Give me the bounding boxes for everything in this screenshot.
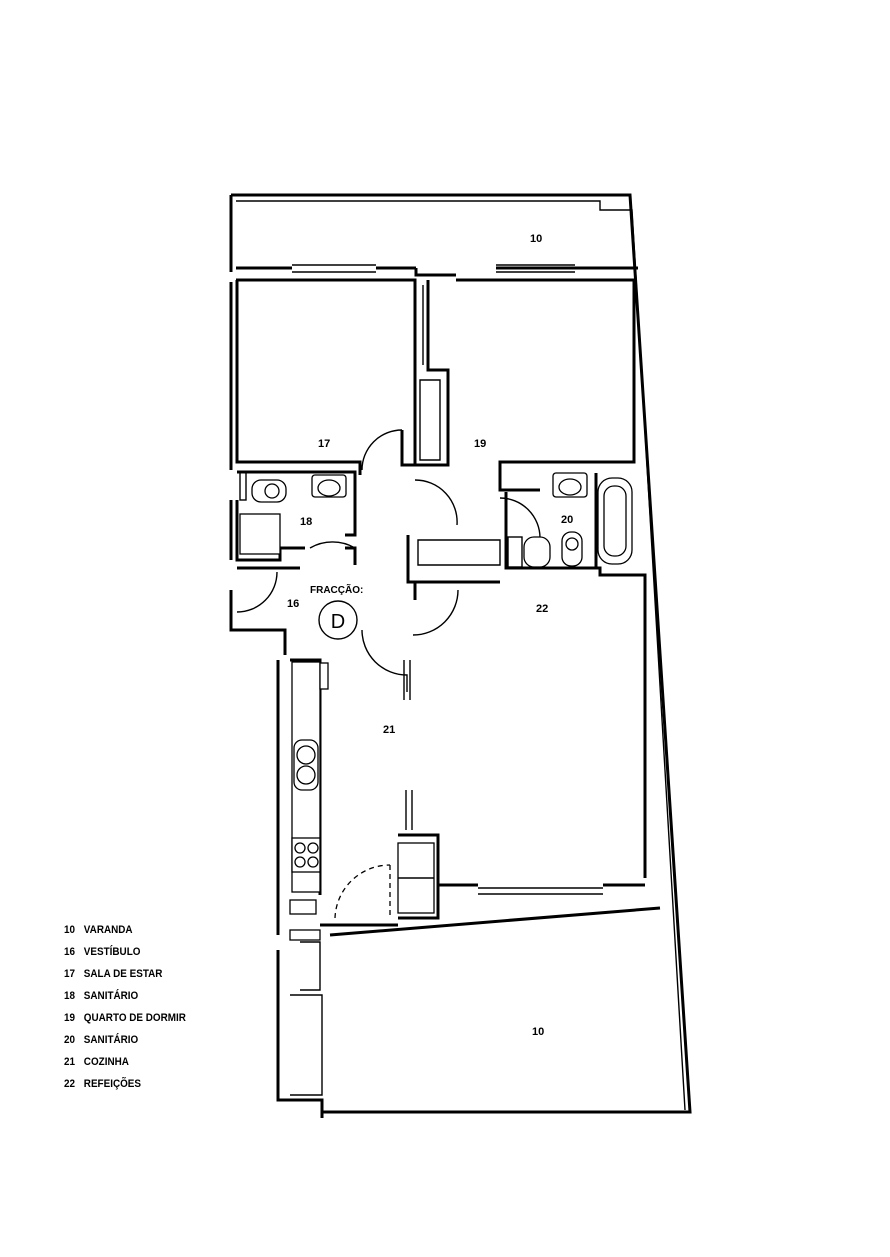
legend-item: 17 SALA DE ESTAR bbox=[64, 963, 186, 985]
legend-number: 21 bbox=[64, 1056, 76, 1068]
legend-name: SANITÁRIO bbox=[83, 1034, 139, 1046]
legend-number: 10 bbox=[64, 924, 76, 936]
room-label-21: 21 bbox=[383, 724, 395, 736]
room-label-17: 17 bbox=[318, 438, 330, 450]
fraction-circle bbox=[318, 600, 358, 640]
room-label-22: 22 bbox=[536, 603, 548, 615]
fraction-marker: FRACÇÃO: D bbox=[310, 583, 363, 640]
legend-name: COZINHA bbox=[83, 1056, 129, 1068]
legend-number: 22 bbox=[64, 1078, 76, 1090]
room-legend: 10 VARANDA 16 VESTÍBULO 17 SALA DE ESTAR 18… bbox=[64, 919, 199, 1095]
room-label-18: 18 bbox=[300, 516, 312, 528]
legend-item: 21 COZINHA bbox=[64, 1051, 186, 1073]
fraction-letter: D bbox=[331, 611, 345, 633]
legend-name: VESTÍBULO bbox=[83, 946, 141, 958]
legend-number: 16 bbox=[64, 946, 76, 958]
legend-name: QUARTO DE DORMIR bbox=[83, 1012, 186, 1024]
legend-item: 19 QUARTO DE DORMIR bbox=[64, 1007, 186, 1029]
balcony-upper bbox=[236, 264, 638, 277]
interior-walls bbox=[235, 278, 661, 937]
exterior-walls bbox=[229, 193, 692, 1118]
legend-item: 22 REFEIÇÕES bbox=[64, 1073, 186, 1095]
room-label-16: 16 bbox=[287, 598, 299, 610]
legend-item: 16 VESTÍBULO bbox=[64, 941, 186, 963]
room-label-20: 20 bbox=[561, 514, 573, 526]
legend-name: SANITÁRIO bbox=[83, 990, 139, 1002]
legend-number: 19 bbox=[64, 1012, 76, 1024]
legend-item: 10 VARANDA bbox=[64, 919, 186, 941]
legend-number: 17 bbox=[64, 968, 76, 980]
legend-item: 20 SANITÁRIO bbox=[64, 1029, 186, 1051]
room-label-10-lower: 10 bbox=[532, 1026, 544, 1038]
legend-number: 20 bbox=[64, 1034, 76, 1046]
legend-number: 18 bbox=[64, 990, 76, 1002]
legend-item: 18 SANITÁRIO bbox=[64, 985, 186, 1007]
fixtures bbox=[239, 471, 633, 1096]
doors bbox=[236, 429, 541, 919]
legend-name: VARANDA bbox=[83, 924, 133, 936]
room-label-19: 19 bbox=[474, 438, 486, 450]
room-label-10-upper: 10 bbox=[530, 233, 542, 245]
fraction-label: FRACÇÃO: bbox=[310, 583, 363, 596]
legend-name: REFEIÇÕES bbox=[83, 1078, 142, 1090]
legend-name: SALA DE ESTAR bbox=[83, 968, 163, 980]
room-labels: 10 17 19 18 20 16 22 21 10 bbox=[287, 233, 573, 1038]
